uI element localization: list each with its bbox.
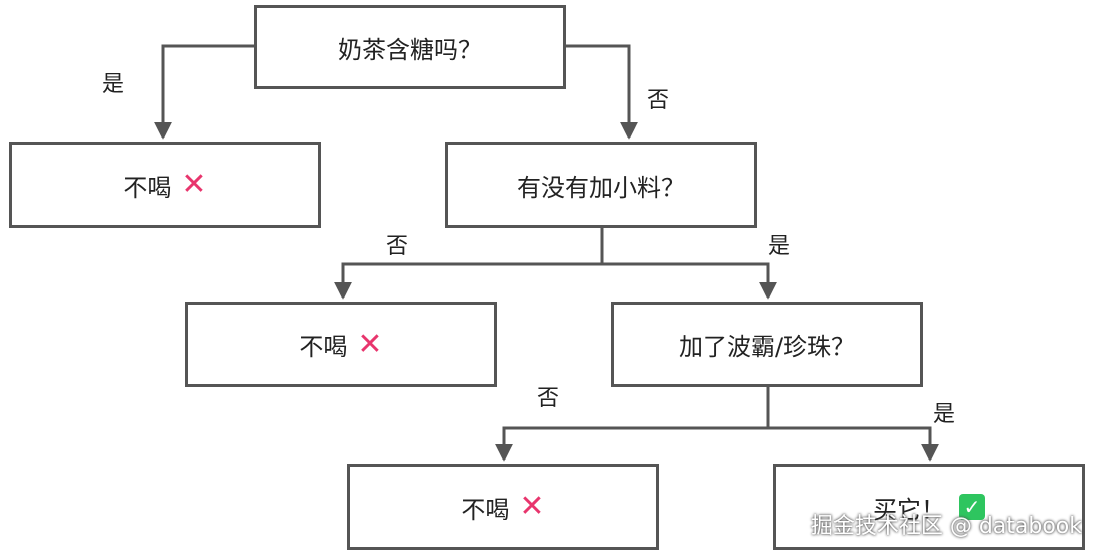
node-label: 不喝 [123,173,172,202]
edge-q1-no [565,44,638,140]
edge-label-q3-no: 否 [537,386,560,411]
edge-q2-yes [602,262,777,300]
decision-buy-node: 买它！ ✓ [773,464,1085,550]
edge-q2-no [334,228,604,300]
cross-mark-icon: ✕ [519,489,545,524]
question-sugar-node: 奶茶含糖吗？ [254,5,566,89]
edge-label-q2-no: 否 [386,234,409,259]
node-label: 不喝 [299,333,348,361]
node-label: 不喝 [461,495,510,524]
edge-q3-yes [768,426,939,462]
edge-label-q1-yes: 是 [102,72,125,97]
edge-q1-yes [154,44,256,140]
cross-mark-icon: ✕ [357,326,383,362]
decision-no-drink-3: 不喝 ✕ [347,464,659,550]
decision-no-drink-2: 不喝 ✕ [185,302,497,387]
node-label: 加了波霸/珍珠？ [678,333,856,361]
edge-q3-no [495,387,770,462]
edge-label-q2-yes: 是 [768,234,791,259]
cross-mark-icon: ✕ [181,167,207,202]
node-label: 有没有加小料？ [517,173,685,202]
edge-label-q1-no: 否 [647,88,670,113]
node-label: 奶茶含糖吗？ [338,35,482,64]
decision-no-drink-1: 不喝 ✕ [9,142,321,228]
node-label: 买它！ [873,495,945,524]
edge-label-q3-yes: 是 [933,402,956,427]
watermark: 掘金技术社区 @ databook [810,514,1082,539]
question-boba-node: 加了波霸/珍珠？ [611,302,923,387]
check-mark-icon: ✓ [959,494,985,520]
question-toppings-node: 有没有加小料？ [445,142,757,228]
